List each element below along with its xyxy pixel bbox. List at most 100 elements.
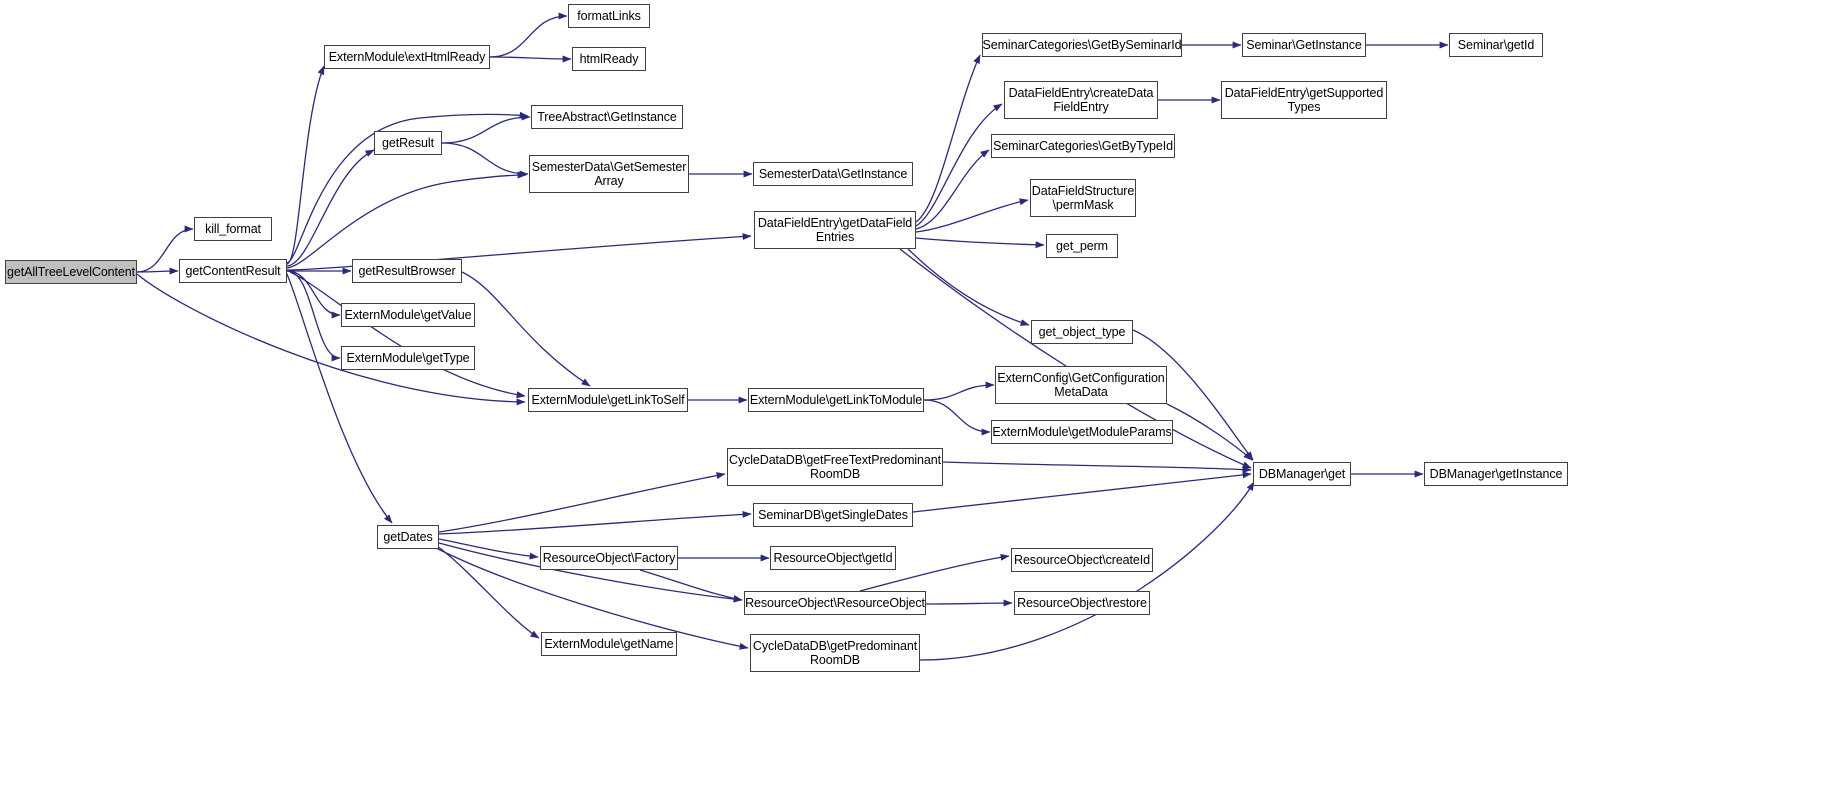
graph-node-n2[interactable]: getContentResult	[179, 259, 287, 283]
graph-edge-n30->n32	[639, 569, 743, 602]
graph-node-n8[interactable]: SemesterData\GetSemester Array	[529, 155, 689, 193]
graph-node-n0[interactable]: getAllTreeLevelContent	[5, 260, 137, 284]
graph-node-n9[interactable]: SemesterData\GetInstance	[753, 162, 913, 186]
graph-node-label: ExternModule\getLinkToSelf	[531, 393, 685, 407]
graph-node-n18[interactable]: get_perm	[1046, 234, 1118, 258]
graph-node-label: ExternModule\getLinkToModule	[749, 393, 923, 407]
graph-node-label: ResourceObject\createId	[1014, 553, 1150, 567]
graph-node-label: ExternModule\getType	[346, 351, 470, 365]
graph-node-label: ExternModule\getValue	[344, 308, 472, 322]
graph-node-label: getDates	[383, 530, 433, 544]
graph-node-n30[interactable]: ResourceObject\Factory	[540, 546, 678, 570]
graph-edge-n2->n21	[286, 270, 341, 319]
graph-node-n31[interactable]: ResourceObject\getId	[770, 546, 896, 570]
graph-node-n3[interactable]: ExternModule\extHtmlReady	[324, 45, 490, 69]
graph-node-n27[interactable]: getDates	[377, 525, 439, 549]
graph-node-n26[interactable]: ExternModule\getModuleParams	[991, 420, 1173, 444]
graph-node-n29[interactable]: SeminarDB\getSingleDates	[753, 503, 913, 527]
graph-node-n6[interactable]: getResult	[374, 131, 442, 155]
graph-edge-n24->n25	[923, 381, 995, 401]
graph-edge-n10->n14	[915, 103, 1003, 227]
graph-edge-n27->n35	[436, 545, 540, 639]
graph-node-label: get_perm	[1055, 239, 1108, 253]
graph-node-n14[interactable]: DataFieldEntry\createData FieldEntry	[1004, 81, 1158, 119]
graph-node-label: ExternModule\getModuleParams	[992, 425, 1172, 439]
graph-node-n10[interactable]: DataFieldEntry\getDataField Entries	[754, 211, 916, 249]
graph-node-label: getResultBrowser	[358, 264, 456, 278]
graph-node-n24[interactable]: ExternModule\getLinkToModule	[748, 388, 924, 412]
graph-node-label: ResourceObject\getId	[773, 551, 893, 565]
graph-edge-n27->n29	[438, 510, 752, 535]
graph-edge-n10->n16	[915, 149, 990, 230]
graph-node-n37[interactable]: DBManager\get	[1253, 462, 1351, 486]
graph-node-n20[interactable]: getResultBrowser	[352, 259, 462, 283]
graph-node-n13[interactable]: Seminar\getId	[1449, 33, 1543, 57]
graph-node-n21[interactable]: ExternModule\getValue	[341, 303, 475, 327]
graph-edge-n0->n23	[136, 273, 526, 406]
graph-node-n33[interactable]: ResourceObject\createId	[1011, 548, 1153, 572]
graph-edge-n3->n4	[489, 12, 568, 58]
graph-edge-n27->n28	[438, 472, 726, 533]
graph-node-n11[interactable]: SeminarCategories\GetBySeminarId	[982, 33, 1182, 57]
graph-edge-n10->n18	[915, 237, 1045, 249]
graph-node-n16[interactable]: SeminarCategories\GetByTypeId	[991, 134, 1175, 158]
graph-node-n7[interactable]: TreeAbstract\GetInstance	[531, 105, 683, 129]
graph-node-n38[interactable]: DBManager\getInstance	[1424, 462, 1568, 486]
graph-node-label: ResourceObject\ResourceObject	[745, 596, 925, 610]
graph-node-n17[interactable]: DataFieldStructure \permMask	[1030, 179, 1136, 217]
graph-edge-n25->n37	[1166, 403, 1253, 461]
graph-node-label: getContentResult	[185, 264, 281, 278]
graph-node-n19[interactable]: get_object_type	[1031, 320, 1133, 344]
graph-edge-n6->n7	[441, 113, 531, 144]
graph-edge-n0->n1	[136, 225, 194, 273]
graph-node-n15[interactable]: DataFieldEntry\getSupported Types	[1221, 81, 1387, 119]
graph-node-n25[interactable]: ExternConfig\GetConfiguration MetaData	[995, 366, 1167, 404]
graph-edge-n28->n37	[942, 461, 1252, 474]
graph-edge-n2->n3	[286, 65, 325, 265]
graph-node-n28[interactable]: CycleDataDB\getFreeTextPredominant RoomD…	[727, 448, 943, 486]
graph-node-n34[interactable]: ResourceObject\restore	[1014, 591, 1150, 615]
graph-node-label: TreeAbstract\GetInstance	[537, 110, 677, 124]
graph-node-label: SeminarDB\getSingleDates	[758, 508, 908, 522]
graph-node-n5[interactable]: htmlReady	[572, 47, 646, 71]
graph-edge-n27->n32	[438, 542, 743, 603]
graph-node-label: getAllTreeLevelContent	[7, 265, 135, 279]
graph-node-label: DataFieldEntry\getSupported Types	[1224, 86, 1384, 114]
graph-node-label: SeminarCategories\GetByTypeId	[993, 139, 1173, 153]
graph-node-label: SemesterData\GetSemester Array	[531, 160, 687, 188]
graph-node-n1[interactable]: kill_format	[194, 217, 272, 241]
graph-edge-n19->n37	[1132, 329, 1254, 461]
graph-edge-n6->n8	[441, 142, 529, 178]
graph-edge-n20->n23	[461, 271, 591, 387]
graph-node-label: DataFieldEntry\getDataField Entries	[757, 216, 913, 244]
graph-edge-n2->n7	[286, 111, 529, 264]
graph-node-label: ExternConfig\GetConfiguration MetaData	[997, 371, 1165, 399]
graph-node-n36[interactable]: CycleDataDB\getPredominant RoomDB	[750, 634, 920, 672]
graph-node-n35[interactable]: ExternModule\getName	[541, 632, 677, 656]
graph-edge-n10->n19	[907, 248, 1030, 326]
graph-node-label: get_object_type	[1038, 325, 1126, 339]
graph-node-n22[interactable]: ExternModule\getType	[341, 346, 475, 370]
graph-node-label: DBManager\getInstance	[1429, 467, 1563, 481]
graph-edge-n27->n36	[435, 547, 749, 650]
graph-node-n12[interactable]: Seminar\GetInstance	[1242, 33, 1366, 57]
graph-node-label: DataFieldStructure \permMask	[1031, 184, 1135, 212]
graph-node-label: CycleDataDB\getPredominant RoomDB	[752, 639, 918, 667]
graph-node-n32[interactable]: ResourceObject\ResourceObject	[744, 591, 926, 615]
graph-edge-n2->n10	[286, 233, 752, 271]
graph-node-label: htmlReady	[579, 52, 639, 66]
graph-node-n4[interactable]: formatLinks	[568, 4, 650, 28]
graph-node-label: getResult	[382, 136, 434, 150]
graph-node-n23[interactable]: ExternModule\getLinkToSelf	[528, 388, 688, 412]
graph-node-label: ExternModule\getName	[544, 637, 674, 651]
graph-node-label: CycleDataDB\getFreeTextPredominant RoomD…	[729, 453, 941, 481]
graph-edge-n32->n34	[925, 599, 1013, 607]
graph-node-label: DBManager\get	[1258, 467, 1346, 481]
graph-node-label: Seminar\GetInstance	[1246, 38, 1362, 52]
graph-edge-n32->n33	[859, 553, 1010, 592]
graph-node-label: formatLinks	[577, 9, 641, 23]
graph-edge-n2->n23	[289, 271, 526, 399]
graph-edge-n24->n26	[923, 399, 991, 436]
graph-node-label: Seminar\getId	[1457, 38, 1535, 52]
